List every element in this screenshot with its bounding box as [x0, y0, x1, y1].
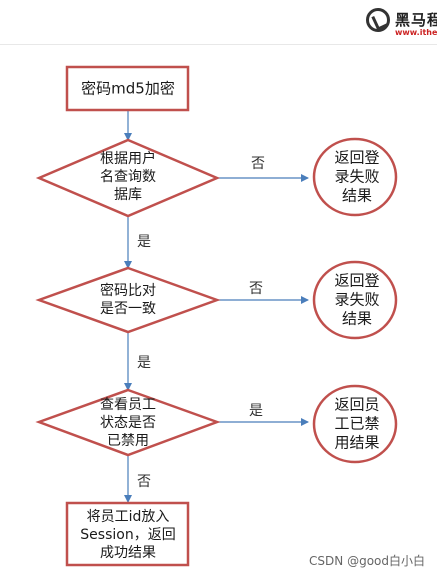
node-label-disabled: 返回员 工已禁 用结果	[334, 395, 380, 452]
terminal-circle-disabled	[312, 384, 398, 464]
decision-diamond-compare	[35, 266, 221, 334]
edge-label-status-no: 否	[137, 474, 151, 490]
process-box-success	[65, 501, 190, 567]
terminal-circle-fail1	[312, 137, 398, 217]
edge-label-status-yes: 是	[249, 403, 263, 419]
brand-logo: 黑马程 www.ithei	[366, 6, 437, 40]
edge-label-query-no: 否	[251, 156, 265, 172]
edge-label-compare-yes: 是	[137, 355, 151, 371]
edge-label-query-yes: 是	[137, 234, 151, 250]
node-label-query: 根据用户 名查询数 据库	[100, 151, 156, 203]
node-label-success: 将员工id放入 Session，返回 成功结果	[80, 509, 176, 561]
node-label-encrypt: 密码md5加密	[81, 79, 175, 98]
decision-diamond-query	[35, 138, 221, 218]
logo-name: 黑马程	[395, 11, 437, 29]
process-box-encrypt	[65, 65, 190, 112]
logo-mark-icon	[366, 8, 390, 32]
node-label-fail1: 返回登 录失败 结果	[334, 148, 380, 205]
node-label-status: 查看员工 状态是否 已禁用	[100, 397, 156, 449]
edge-label-compare-no: 否	[249, 281, 263, 297]
logo-url: www.ithei	[395, 28, 437, 37]
node-label-compare: 密码比对 是否一致	[100, 283, 156, 317]
terminal-circle-fail2	[312, 260, 398, 340]
header-divider	[0, 44, 437, 45]
watermark: CSDN @good白小白	[309, 554, 425, 568]
decision-diamond-status	[35, 388, 221, 457]
node-label-fail2: 返回登 录失败 结果	[334, 271, 380, 328]
